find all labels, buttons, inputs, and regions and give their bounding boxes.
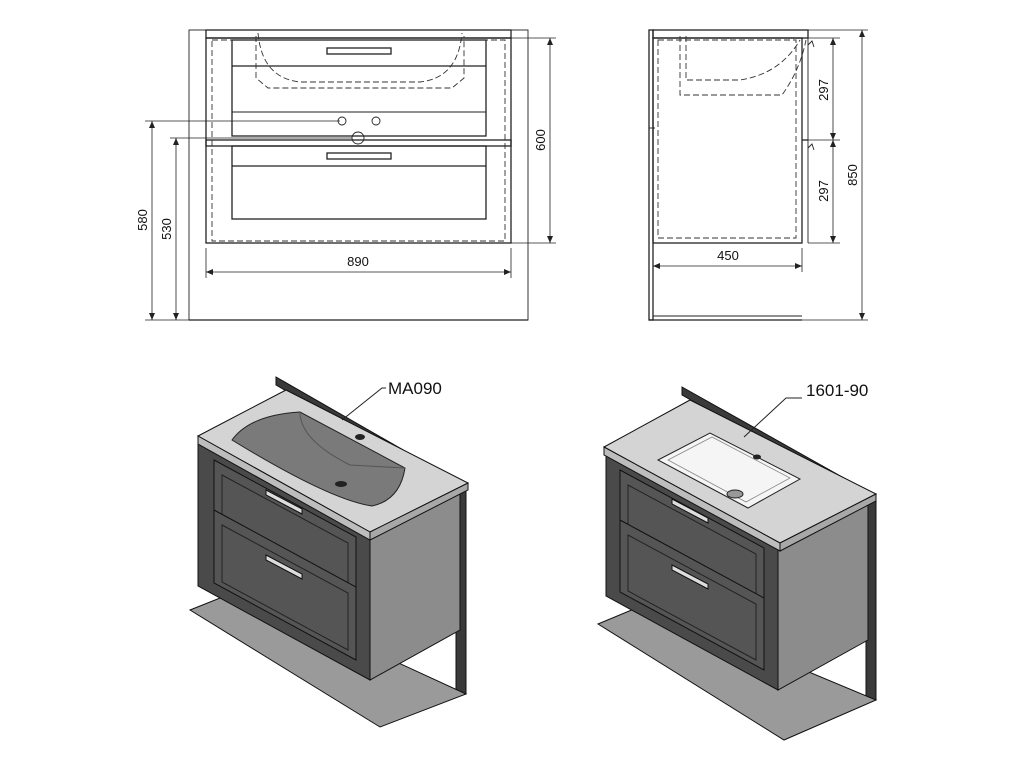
iso2-shelf [596,603,878,741]
side-cabinet-body [652,37,803,244]
front-basin-hidden [257,32,463,83]
iso2-basin [656,432,802,509]
front-countertop [205,29,512,39]
dim-lower-297-label: 297 [816,180,831,202]
side-view: 450 297 297 850 [648,29,868,321]
iso1-tap-hole [355,434,365,440]
iso1-lower-handle [265,554,303,580]
front-wall-frame [188,29,529,321]
iso-view-1601-90: 1601-90 [596,381,878,741]
callout-1601-90: 1601-90 [806,381,868,400]
dim-530-label: 530 [159,218,174,240]
iso2-lower-drawer [619,519,765,671]
tap-hole-right [371,116,381,126]
front-lower-drawer [231,145,487,220]
iso2-lower-handle [671,564,709,590]
front-view: 890 600 580 530 [135,29,556,321]
dim-width-label: 890 [347,254,369,269]
callout-line-ma090 [341,387,386,421]
side-countertop [652,29,809,39]
iso-view-ma090: MA090 [188,376,470,728]
iso2-tap-hole [753,454,761,460]
front-basin-hidden-outer [255,36,465,89]
front-upper-drawer [231,39,487,137]
side-basin-hidden [685,36,801,81]
upper-handle [326,47,392,55]
iso1-lower-drawer [213,509,357,661]
iso1-upper-handle [265,489,303,515]
callout-ma090: MA090 [388,379,442,398]
iso1-basin [231,411,406,507]
callout-line-1601-90 [743,397,802,438]
drain-hole [351,131,365,145]
dim-850-label: 850 [845,164,860,186]
dim-height-600-label: 600 [533,129,548,151]
dim-580-label: 580 [135,209,150,231]
dim-depth-label: 450 [717,248,739,263]
lower-handle [326,152,392,160]
iso1-drain [335,481,347,487]
iso2-drain [726,489,744,499]
dim-upper-297-label: 297 [816,79,831,101]
iso2-upper-handle [671,498,709,524]
